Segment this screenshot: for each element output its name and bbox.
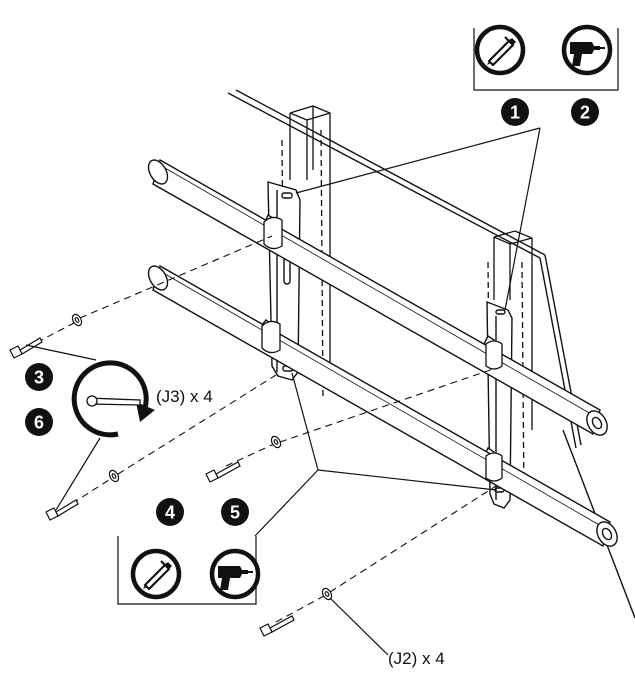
j2-quantity-label: (J2) x 4: [388, 649, 445, 668]
bottom-tool-group: 4 5: [117, 498, 261, 605]
step-badge-1: 1: [501, 98, 529, 126]
wrench-rotate-icon: [71, 360, 155, 438]
pencil-icon: [130, 548, 182, 600]
washer-upper-right: [270, 435, 282, 449]
svg-text:1: 1: [510, 103, 520, 123]
drill-icon: [561, 24, 613, 76]
svg-text:5: 5: [230, 503, 240, 523]
pencil-icon: [474, 24, 526, 76]
alignment-guides: [25, 235, 497, 623]
svg-text:2: 2: [580, 103, 590, 123]
svg-text:3: 3: [34, 368, 44, 388]
svg-text:6: 6: [34, 413, 44, 433]
bolt-lower-left: [45, 499, 79, 521]
step-badge-6: 6: [25, 408, 53, 436]
top-tool-group: 1 2: [473, 24, 619, 126]
wrench-group: 3 6 (J3) x 4: [25, 360, 213, 438]
washer-lower-right: [321, 587, 333, 601]
step-badge-5: 5: [221, 498, 249, 526]
step-badge-4: 4: [156, 498, 184, 526]
washer-upper-left: [71, 313, 83, 327]
leader-lines: [25, 127, 541, 656]
drill-icon: [209, 548, 261, 600]
bracket-clamps: [261, 216, 503, 482]
j3-quantity-label: (J3) x 4: [156, 387, 213, 406]
bolt-lower-right: [259, 615, 295, 637]
step-badge-3: 3: [25, 363, 53, 391]
bolt-upper-right: [205, 461, 241, 483]
step-badge-2: 2: [571, 98, 599, 126]
washer-lower-left: [108, 469, 120, 483]
svg-text:4: 4: [165, 503, 175, 523]
